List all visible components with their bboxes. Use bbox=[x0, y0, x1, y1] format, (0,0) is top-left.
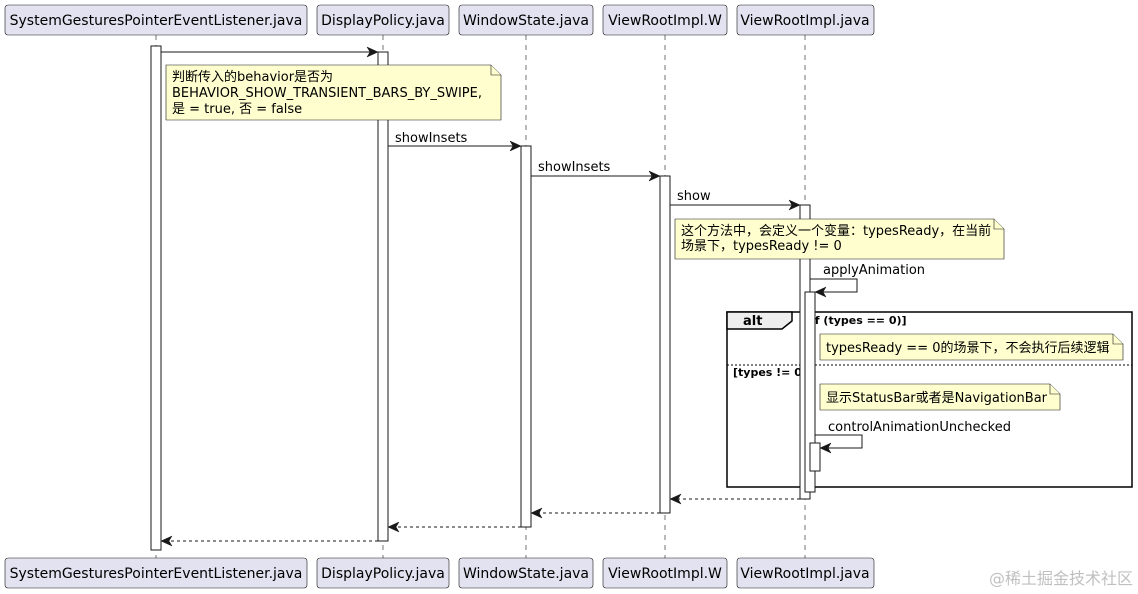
note-line: 是 = true, 否 = false bbox=[172, 102, 302, 117]
participant-top-viewrootimpl-w: ViewRootImpl.W bbox=[602, 4, 728, 36]
participant-label: DisplayPolicy.java bbox=[321, 13, 445, 29]
note-line: 显示StatusBar或者是NavigationBar bbox=[826, 391, 1048, 406]
activation-system-gestures bbox=[150, 45, 162, 551]
message-0 bbox=[161, 46, 379, 58]
arrowhead-icon bbox=[788, 199, 801, 211]
participant-bottom-window-state: WindowState.java bbox=[458, 557, 594, 589]
message-1: showInsets bbox=[388, 131, 522, 152]
message-3: show bbox=[670, 189, 801, 211]
message-label: showInsets bbox=[395, 131, 468, 146]
message-5-self: controlAnimationUnchecked bbox=[815, 420, 1011, 454]
participant-top-window-state: WindowState.java bbox=[458, 4, 594, 36]
participant-label: DisplayPolicy.java bbox=[321, 566, 445, 582]
alt-guard-1: [if (types == 0)] bbox=[806, 314, 907, 327]
message-9-return bbox=[160, 535, 378, 547]
note-types-ready: 这个方法中，会定义一个变量：typesReady，在当前 场景下，typesRe… bbox=[674, 218, 1005, 260]
arrowhead-icon bbox=[814, 286, 827, 298]
participant-label: SystemGesturesPointerEventListener.java bbox=[10, 566, 303, 582]
participant-bottom-viewrootimpl-java: ViewRootImpl.java bbox=[736, 557, 875, 589]
participant-top-display-policy: DisplayPolicy.java bbox=[316, 4, 450, 36]
activations bbox=[150, 45, 821, 551]
arrowhead-icon bbox=[648, 170, 661, 182]
message-7-return bbox=[530, 507, 660, 519]
note-show-bars: 显示StatusBar或者是NavigationBar bbox=[819, 383, 1061, 411]
message-label: controlAnimationUnchecked bbox=[828, 420, 1011, 435]
activation-window-state bbox=[520, 145, 532, 528]
participant-bottom-system-gestures: SystemGesturesPointerEventListener.java bbox=[4, 557, 308, 589]
participant-label: ViewRootImpl.W bbox=[608, 566, 722, 582]
participant-label: ViewRootImpl.java bbox=[740, 566, 869, 582]
arrowhead-icon bbox=[669, 493, 682, 505]
activation-viewrootimpl-w bbox=[659, 175, 671, 514]
note-line: typesReady == 0的场景下，不会执行后续逻辑 bbox=[826, 340, 1110, 356]
participant-label: WindowState.java bbox=[463, 13, 589, 29]
participant-label: ViewRootImpl.java bbox=[740, 13, 869, 29]
note-line: 场景下，typesReady != 0 bbox=[681, 239, 842, 254]
message-label: showInsets bbox=[538, 160, 611, 175]
message-4-self: applyAnimation bbox=[810, 263, 925, 298]
note-types-zero: typesReady == 0的场景下，不会执行后续逻辑 bbox=[819, 333, 1124, 361]
activation-viewrootimpl-java-nested-2 bbox=[809, 442, 821, 472]
message-2: showInsets bbox=[531, 160, 661, 182]
alt-guard-2: [types != 0] bbox=[733, 366, 807, 379]
note-line: 判断传入的behavior是否为 bbox=[172, 69, 333, 85]
message-label: applyAnimation bbox=[823, 263, 925, 278]
arrowhead-icon bbox=[509, 140, 522, 152]
arrowhead-icon bbox=[530, 507, 543, 519]
participant-top-system-gestures: SystemGesturesPointerEventListener.java bbox=[4, 4, 308, 36]
message-6-return bbox=[669, 493, 800, 505]
arrowhead-icon bbox=[819, 442, 832, 454]
participant-label: ViewRootImpl.W bbox=[608, 13, 722, 29]
alt-frame: alt [if (types == 0)] [types != 0] bbox=[726, 311, 1133, 488]
participant-label: SystemGesturesPointerEventListener.java bbox=[10, 13, 303, 29]
arrowhead-icon bbox=[366, 46, 379, 58]
note-line: 这个方法中，会定义一个变量：typesReady，在当前 bbox=[681, 223, 991, 239]
message-label: show bbox=[677, 189, 711, 204]
participant-top-viewrootimpl-java: ViewRootImpl.java bbox=[736, 4, 875, 36]
alt-frame-kind: alt bbox=[743, 314, 762, 329]
participant-bottom-viewrootimpl-w: ViewRootImpl.W bbox=[602, 557, 728, 589]
activation-display-policy bbox=[377, 51, 389, 542]
activation-viewrootimpl-java-nested bbox=[804, 291, 816, 493]
arrowhead-icon bbox=[387, 521, 400, 533]
note-behavior-check: 判断传入的behavior是否为 BEHAVIOR_SHOW_TRANSIENT… bbox=[165, 64, 502, 121]
participant-label: WindowState.java bbox=[463, 566, 589, 582]
message-8-return bbox=[387, 521, 521, 533]
participant-bottom-display-policy: DisplayPolicy.java bbox=[316, 557, 450, 589]
watermark: @稀土掘金技术社区 bbox=[989, 569, 1133, 588]
arrowhead-icon bbox=[160, 535, 173, 547]
note-line: BEHAVIOR_SHOW_TRANSIENT_BARS_BY_SWIPE, bbox=[172, 86, 482, 101]
